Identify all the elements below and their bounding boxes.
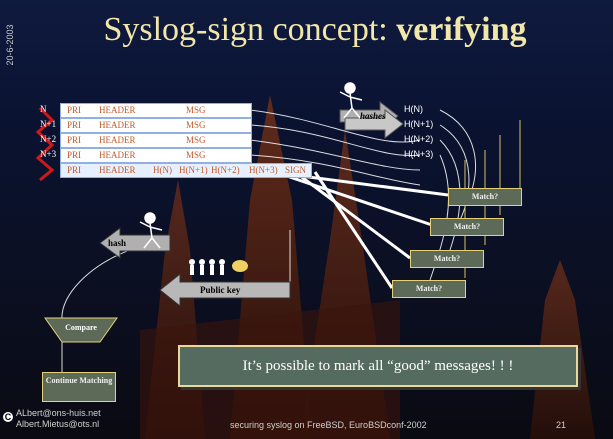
row-msg: MSG (186, 135, 206, 145)
copyright-icon: C (3, 412, 13, 422)
row-pri: PRI (67, 150, 82, 160)
row-header: HEADER (99, 150, 136, 160)
hash-value: H(N+1) (404, 119, 434, 129)
row-label: N (40, 104, 47, 114)
selection-bracket (35, 106, 55, 182)
title-bold: verifying (396, 11, 527, 48)
row-pri: PRI (67, 105, 82, 115)
hash-arrow-shape (99, 227, 171, 259)
message-row: PRI HEADER MSG (60, 103, 252, 118)
date-bar: 20-6-2003 (0, 0, 22, 100)
continue-matching-box: Continue Matching (42, 372, 116, 402)
message-row: PRI HEADER MSG (60, 118, 252, 133)
sig-pri: PRI (67, 165, 82, 175)
footer-email-1: ALbert@ons-huis.net (16, 408, 101, 418)
hash-value: H(N+2) (404, 134, 434, 144)
row-pri: PRI (67, 120, 82, 130)
hash-label: hash (108, 238, 127, 248)
row-label: N+3 (40, 149, 57, 159)
footer-email-2: Albert.Mietus@ots.nl (16, 419, 100, 429)
row-msg: MSG (186, 105, 206, 115)
row-label: N+1 (40, 119, 57, 129)
slide-date: 20-6-2003 (5, 24, 15, 66)
match-box: Match? (448, 188, 522, 206)
compare-funnel (44, 317, 118, 343)
people-group-icon (189, 259, 248, 275)
public-key-label: Public key (200, 285, 241, 295)
slide-title: Syslog-sign concept: verifying (30, 10, 600, 50)
match-box: Match? (430, 218, 504, 236)
public-key-arrow-shape (159, 272, 291, 308)
sig-header: HEADER (99, 165, 136, 175)
row-msg: MSG (186, 120, 206, 130)
row-header: HEADER (99, 135, 136, 145)
hashes-arrow-shape (339, 100, 404, 140)
match-box: Match? (392, 280, 466, 298)
row-header: HEADER (99, 120, 136, 130)
match-box: Match? (410, 250, 484, 268)
sig-hash-4: H(N+3) (249, 165, 278, 175)
sig-hash-3: H(N+2) (211, 165, 240, 175)
footer-center: securing syslog on FreeBSD, EuroBSDconf-… (230, 420, 427, 430)
message-row: PRI HEADER MSG (60, 133, 252, 148)
title-main: Syslog-sign concept: (103, 11, 397, 48)
message-row: PRI HEADER MSG (60, 148, 252, 163)
row-label: N+2 (40, 134, 57, 144)
hashes-label: hashes (360, 111, 386, 121)
signature-row: PRI HEADER H(N) H(N+1) H(N+2) H(N+3) SIG… (60, 163, 312, 178)
person-icon-2 (139, 212, 163, 249)
sig-sign: SIGN (285, 165, 307, 175)
statement-box: It’s possible to mark all “good” message… (178, 345, 578, 387)
person-icon (339, 82, 363, 119)
row-header: HEADER (99, 105, 136, 115)
sig-hash-1: H(N) (153, 165, 172, 175)
row-pri: PRI (67, 135, 82, 145)
sig-hash-2: H(N+1) (179, 165, 208, 175)
hash-value: H(N) (404, 104, 423, 114)
row-msg: MSG (186, 150, 206, 160)
compare-label: Compare (65, 323, 97, 332)
page-number: 21 (556, 420, 567, 430)
hash-value: H(N+3) (404, 149, 434, 159)
